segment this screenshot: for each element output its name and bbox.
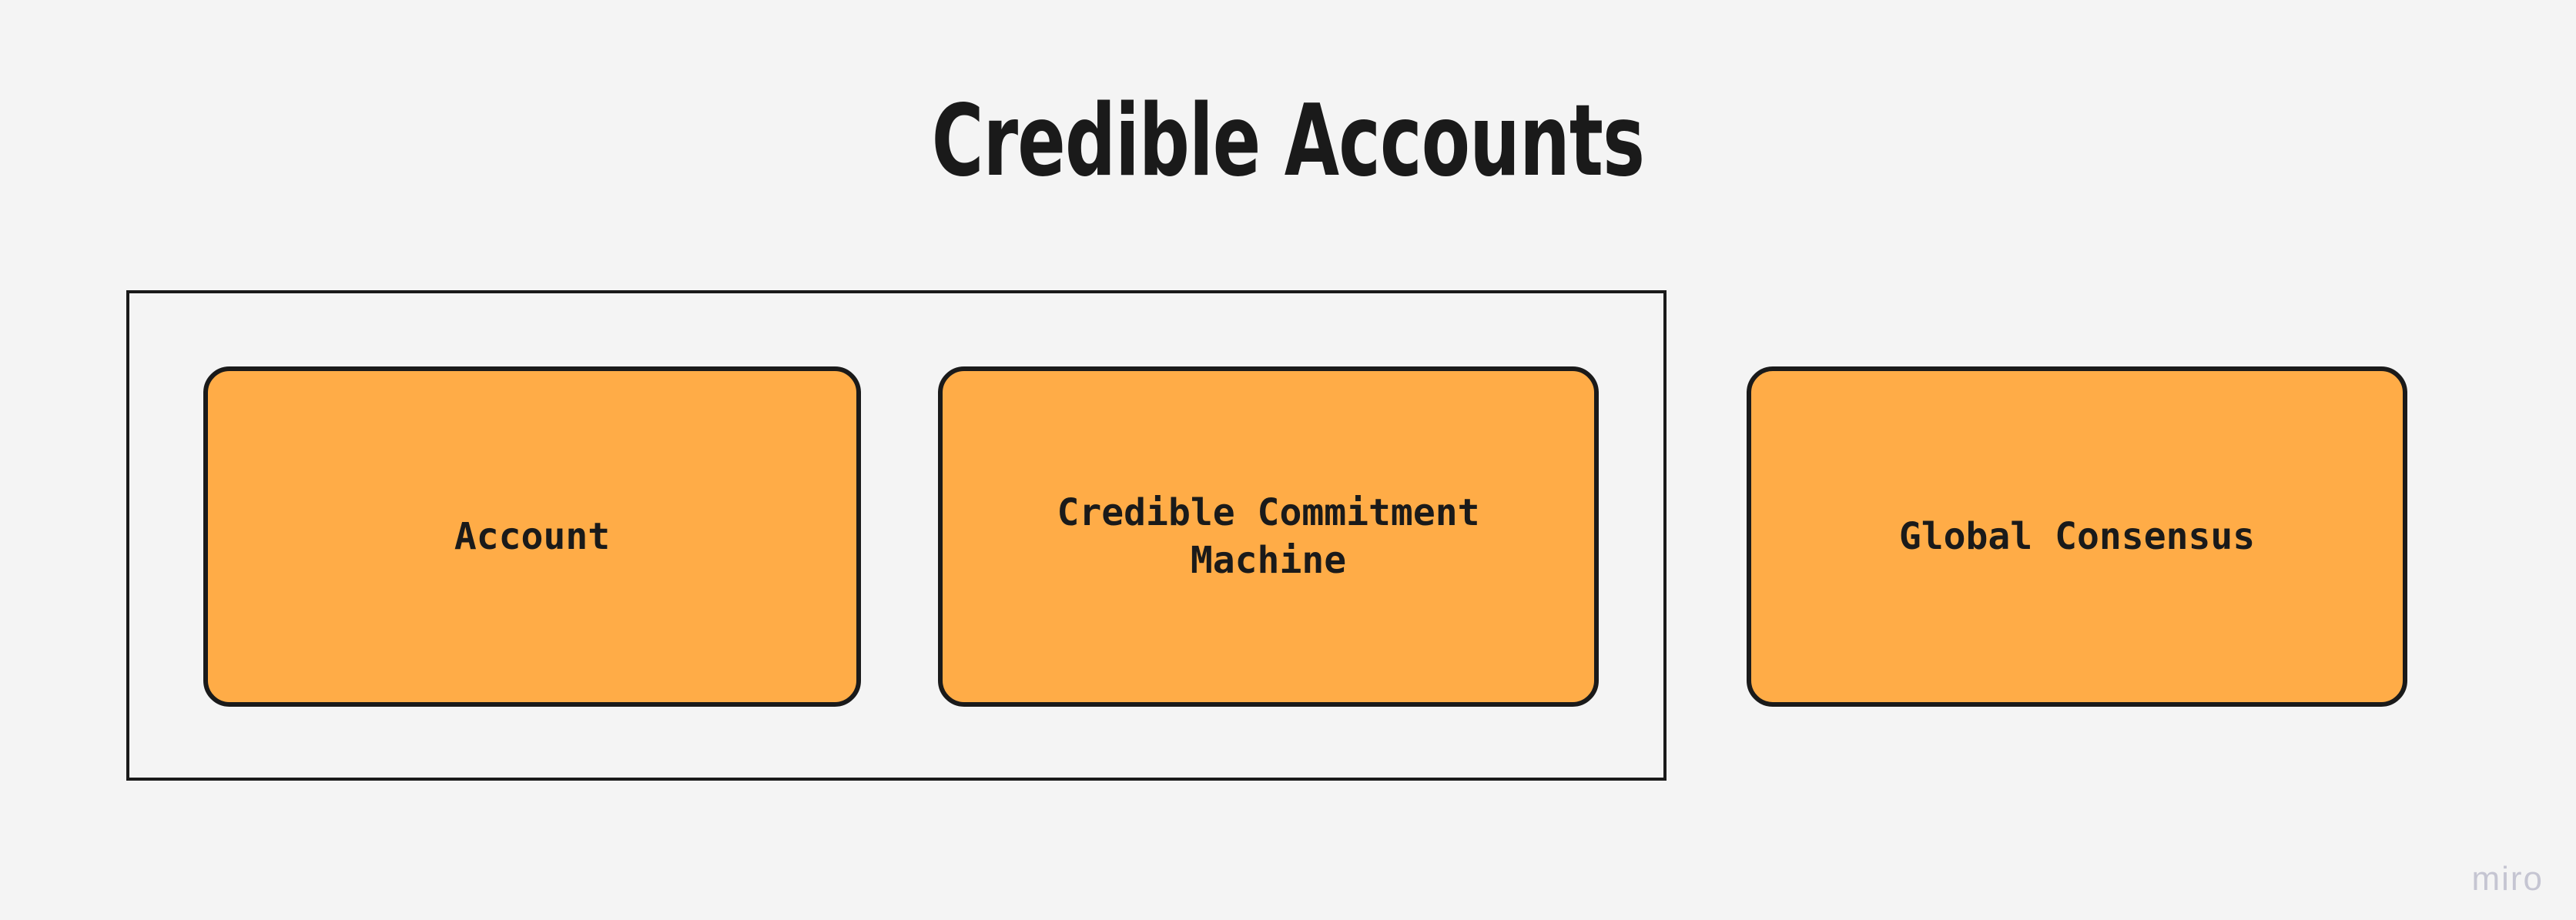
credible-accounts-group-frame[interactable] bbox=[126, 290, 1667, 781]
node-account-label: Account bbox=[454, 514, 611, 558]
node-credible-commitment-machine[interactable]: Credible Commitment Machine bbox=[938, 366, 1599, 707]
page-title: Credible Accounts bbox=[931, 84, 1645, 199]
miro-logo-watermark: miro bbox=[2471, 860, 2544, 898]
node-global-consensus-label: Global Consensus bbox=[1898, 514, 2256, 558]
node-global-consensus[interactable]: Global Consensus bbox=[1747, 366, 2407, 707]
node-credible-commitment-machine-label: Credible Commitment Machine bbox=[1057, 490, 1480, 582]
node-account[interactable]: Account bbox=[203, 366, 861, 707]
